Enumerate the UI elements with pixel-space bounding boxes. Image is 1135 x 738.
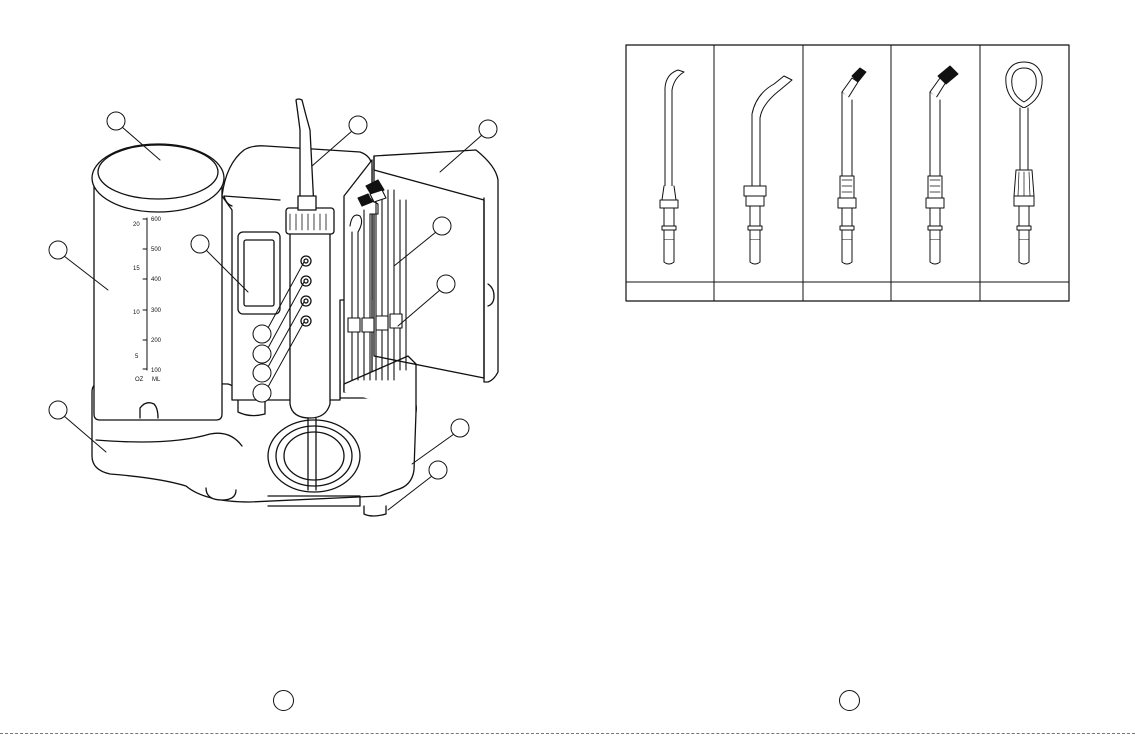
tip-orthodontic [838, 68, 866, 264]
callout-circle [479, 120, 497, 138]
callout-circle [107, 112, 125, 130]
callout-circle [253, 384, 271, 402]
scale-oz-10: 10 [133, 310, 140, 316]
storage-door [374, 150, 498, 382]
callout-circle [191, 235, 209, 253]
tip-periodontal [744, 76, 792, 264]
scale-oz-unit: OZ [135, 377, 144, 383]
callout-circle [429, 461, 447, 479]
tips-table [626, 45, 1069, 301]
water-flosser-illustration: 20 15 10 5 OZ 600 500 400 300 200 100 ML [92, 99, 498, 516]
callout-circle [49, 241, 67, 259]
callout-circle [437, 275, 455, 293]
base-foot-right [364, 506, 386, 516]
callout-circle [253, 364, 271, 382]
scale-ml-unit: ML [152, 377, 161, 383]
tip-tongue-cleaner [1006, 62, 1042, 264]
scale-ml-500: 500 [151, 247, 162, 253]
scale-oz-20: 20 [133, 222, 140, 228]
scale-ml-600: 600 [151, 217, 162, 223]
callout-circle [349, 116, 367, 134]
scale-ml-400: 400 [151, 277, 162, 283]
scale-oz-15: 15 [133, 266, 140, 272]
callout-circle [433, 217, 451, 235]
scale-ml-300: 300 [151, 308, 162, 314]
scale-ml-200: 200 [151, 338, 162, 344]
handle-collar [286, 208, 334, 234]
page-edge-rule [0, 733, 1135, 734]
callout-circle [253, 325, 271, 343]
tip-plaque-seeker [926, 66, 958, 264]
callout-circle [49, 401, 67, 419]
tip-classic-jet [660, 70, 684, 264]
page-number-right [839, 690, 860, 711]
handle-holder [268, 420, 360, 492]
callout-circle [451, 419, 469, 437]
page-number-left [273, 690, 294, 711]
callout-circle [253, 345, 271, 363]
scale-ml-100: 100 [151, 368, 162, 374]
